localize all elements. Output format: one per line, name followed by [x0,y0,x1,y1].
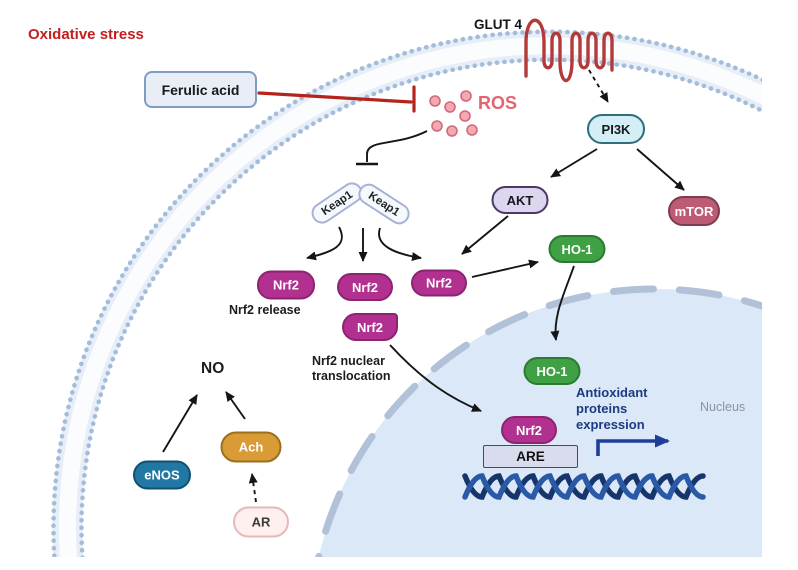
membrane-inner-dots [79,57,798,570]
node-nrf2-translocating: Nrf2 [342,313,398,341]
nrf2-translocation-label: Nrf2 nuclear translocation [312,354,391,384]
node-mtor: mTOR [668,196,720,226]
node-are: ARE [483,445,578,468]
inhibition-ferulic-ros [257,85,416,113]
node-ach: Ach [220,431,282,463]
glut4-label: GLUT 4 [474,17,523,32]
arrow-pi3k-mtor [636,148,685,191]
glut4-protein [524,18,614,83]
node-enos: eNOS [133,460,191,490]
dna-helix [462,473,706,500]
arrow-ar-ach-dashed [248,473,258,503]
inhibition-ros-keap1 [356,130,428,166]
bottom-margin [0,557,798,570]
arrow-keap1-nrf2-left [306,226,343,261]
oxidative-stress-label: Oxidative stress [28,26,144,43]
node-nrf2-released-2: Nrf2 [337,273,393,301]
nucleus-dashed-envelope [312,285,798,570]
node-pi3k: PI3K [587,114,645,144]
ros-particles [429,90,478,137]
cell-membrane [51,29,798,570]
expression-arrow [596,434,670,456]
arrow-keap1-nrf2-right [378,227,422,262]
node-ho1-cytoplasm: HO-1 [548,235,606,263]
nucleus-body [312,285,798,570]
no-label: NO [201,360,225,377]
arrow-pi3k-akt [550,148,598,178]
arrow-ach-no [225,391,246,420]
node-nrf2-released-3: Nrf2 [411,269,467,297]
nucleus-label: Nucleus [700,400,746,414]
arrow-ho1-nucleus [550,265,575,341]
node-ferulic-acid: Ferulic acid [144,71,257,108]
node-ho1-nucleus: HO-1 [523,357,581,385]
arrow-glut4-pi3k-dashed [588,69,609,103]
arrow-nrf2-ho1 [471,259,539,278]
arrow-akt-nrf2 [461,215,509,255]
node-nrf2-released-1: Nrf2 [257,270,315,300]
nrf2-release-label: Nrf2 release [229,303,301,317]
arrow-nrf2-translocation [389,344,482,412]
right-margin [762,0,798,570]
arrow-enos-no [162,394,198,453]
ros-label: ROS [478,93,518,113]
node-ar: AR [233,506,289,538]
membrane-outer-dots [51,29,798,570]
node-nrf2-on-are: Nrf2 [501,416,557,444]
antioxidant-expression-label: Antioxidant proteins expression [576,385,648,432]
signal-arrows [162,69,685,503]
node-akt: AKT [491,186,549,214]
